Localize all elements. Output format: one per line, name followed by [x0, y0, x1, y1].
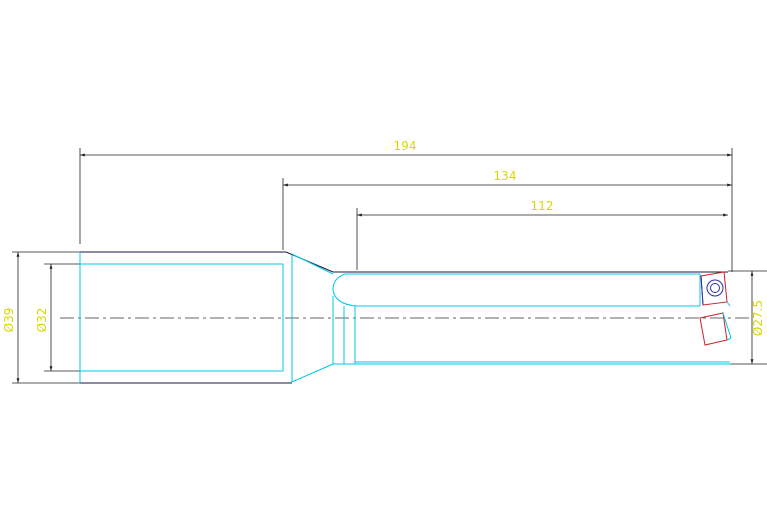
dim-flute-length: 112	[357, 199, 728, 217]
dim-flute-length-text: 112	[531, 199, 554, 213]
dim-drill-diameter: Ø27.5	[750, 271, 765, 364]
neck-taper	[285, 251, 357, 383]
insert-bottom	[699, 301, 732, 346]
dim-shank-outer: Ø39	[2, 252, 20, 383]
dim-mid-length-text: 134	[494, 169, 517, 183]
extension-lines	[12, 148, 767, 384]
dim-shank-outer-text: Ø39	[2, 308, 16, 333]
insert-screw-icon	[706, 279, 724, 297]
dim-mid-length: 134	[283, 169, 732, 187]
dim-shank-inner: Ø32	[35, 264, 53, 371]
flute-body	[333, 271, 730, 365]
shank	[79, 251, 293, 384]
dim-drill-diameter-text: Ø27.5	[751, 300, 765, 336]
dim-shank-inner-text: Ø32	[35, 308, 49, 333]
dim-overall-length: 194	[80, 139, 732, 157]
dim-overall-length-text: 194	[394, 139, 417, 153]
insert-top	[700, 271, 728, 306]
